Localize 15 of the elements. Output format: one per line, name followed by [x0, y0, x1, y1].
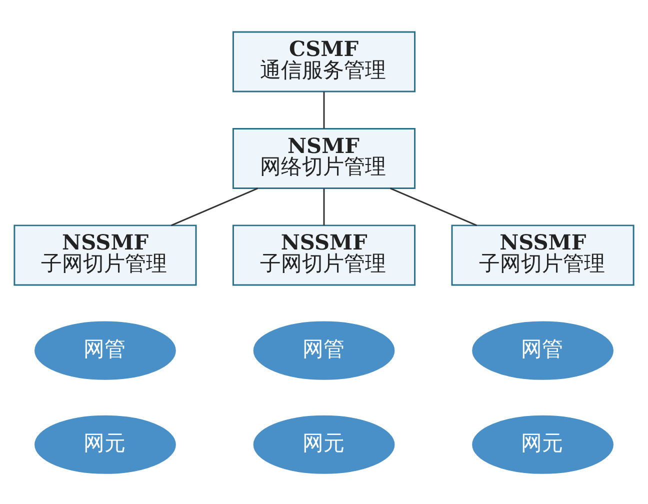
node-box: NSSMF 子网切片管理	[232, 224, 416, 286]
node-ellipse: 网管	[253, 320, 395, 380]
node-ellipse: 网管	[34, 320, 176, 380]
node-ellipse: 网元	[34, 414, 176, 474]
node-box: NSSMF 子网切片管理	[451, 224, 634, 286]
connector	[323, 91, 325, 128]
node-box: NSMF 网络切片管理	[232, 127, 416, 188]
node-box: CSMF 通信服务管理	[232, 30, 416, 92]
connector	[170, 187, 258, 226]
node-box: NSSMF 子网切片管理	[14, 224, 197, 286]
connector	[323, 188, 325, 225]
node-ellipse: 网元	[253, 414, 395, 474]
connector	[390, 187, 478, 226]
node-ellipse: 网管	[472, 320, 614, 380]
node-ellipse: 网元	[472, 414, 614, 474]
